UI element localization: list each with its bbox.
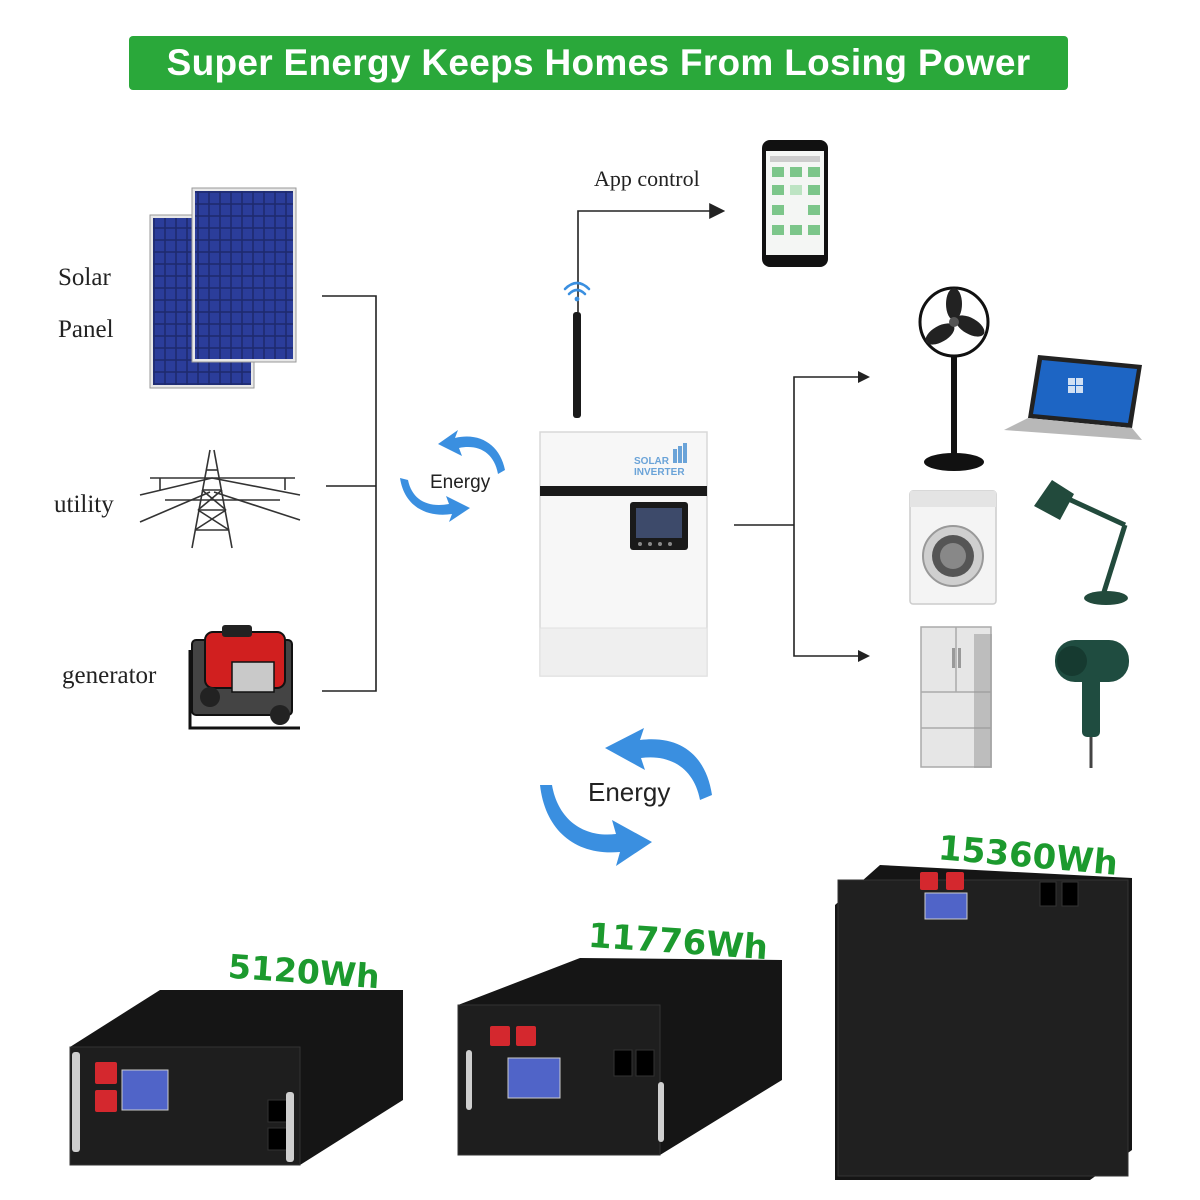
inverter-brand: SOLAR INVERTER — [634, 456, 685, 478]
battery-icon-5120 — [69, 990, 403, 1166]
label-utility-text: utility — [54, 491, 114, 518]
label-energy-bottom: Energy — [588, 777, 670, 808]
battery-icon-11776 — [457, 958, 782, 1156]
energy-arrows-bottom — [540, 728, 712, 866]
label-energy-top-text: Energy — [430, 472, 491, 493]
smartphone-icon — [762, 140, 828, 267]
label-app-control: App control — [594, 166, 700, 192]
inverter-brand-line1: SOLAR — [634, 456, 669, 467]
refrigerator-icon — [920, 626, 992, 768]
fan-icon — [918, 286, 990, 471]
line-out-branch — [793, 376, 868, 657]
label-generator-text: generator — [62, 662, 157, 689]
inverter-brand-line2: INVERTER — [634, 467, 685, 478]
label-solar-line1: Solar — [58, 264, 111, 291]
label-energy-bottom-text: Energy — [588, 777, 671, 807]
battery-icon-15360 — [835, 865, 1132, 1180]
title-banner: Super Energy Keeps Homes From Losing Pow… — [129, 36, 1068, 90]
label-solar: Solar — [58, 264, 111, 292]
label-utility: utility — [54, 491, 114, 519]
washing-machine-icon — [909, 490, 997, 605]
generator-icon — [188, 625, 300, 730]
connection-lines — [322, 203, 868, 692]
desk-lamp-icon — [1034, 480, 1128, 605]
label-generator: generator — [62, 662, 156, 690]
label-panel-line2: Panel — [58, 316, 114, 343]
wifi-icon — [563, 281, 591, 302]
line-to-app — [577, 203, 726, 312]
label-app-control-text: App control — [594, 166, 700, 191]
title-text: Super Energy Keeps Homes From Losing Pow… — [166, 42, 1031, 83]
utility-tower-icon — [139, 449, 301, 549]
bus-line-left — [322, 295, 377, 692]
label-panel: Panel — [58, 316, 114, 344]
solar-panel-icon — [149, 187, 297, 389]
arrow-to-appliances-top — [858, 371, 870, 383]
arrow-to-appliances-bottom — [858, 650, 870, 662]
inverter-icon — [539, 431, 708, 677]
laptop-icon — [1004, 355, 1142, 440]
hair-dryer-icon — [1055, 640, 1129, 768]
label-energy-top: Energy — [430, 472, 490, 494]
antenna-icon — [573, 312, 581, 418]
energy-arrows-top — [400, 430, 505, 522]
